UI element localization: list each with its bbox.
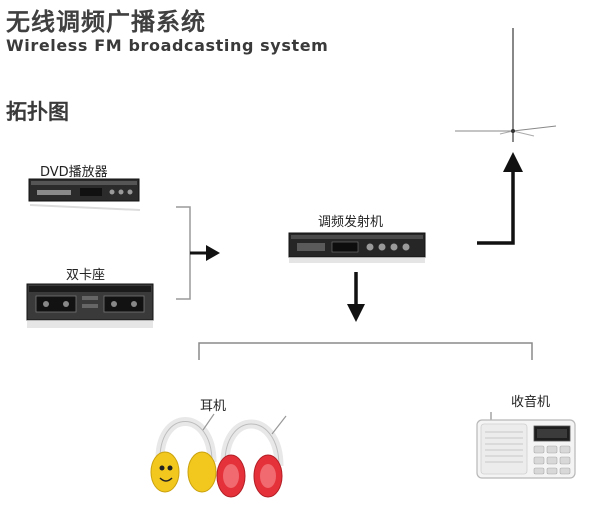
fm-transmitter-icon xyxy=(288,232,426,263)
input-arrow xyxy=(190,245,220,261)
dvd-player-label: DVD播放器 xyxy=(40,165,108,180)
output-bracket xyxy=(198,342,533,360)
page-title: 无线调频广播系统 xyxy=(6,8,206,36)
input-bracket xyxy=(176,206,191,300)
cassette-deck-icon xyxy=(26,283,154,328)
radio-label: 收音机 xyxy=(511,395,551,410)
antenna-feed-arrow xyxy=(477,152,523,245)
headphones-label: 耳机 xyxy=(200,399,227,414)
output-arrow xyxy=(347,272,365,322)
page-subtitle: Wireless FM broadcasting system xyxy=(6,36,329,55)
headphones-icon xyxy=(150,413,287,498)
cassette-deck-label: 双卡座 xyxy=(66,268,106,283)
dvd-player-icon xyxy=(28,178,141,211)
antenna-icon xyxy=(455,28,557,142)
section-heading: 拓扑图 xyxy=(6,100,69,124)
fm-transmitter-label: 调频发射机 xyxy=(318,215,384,230)
radio-receiver-icon xyxy=(476,412,576,479)
